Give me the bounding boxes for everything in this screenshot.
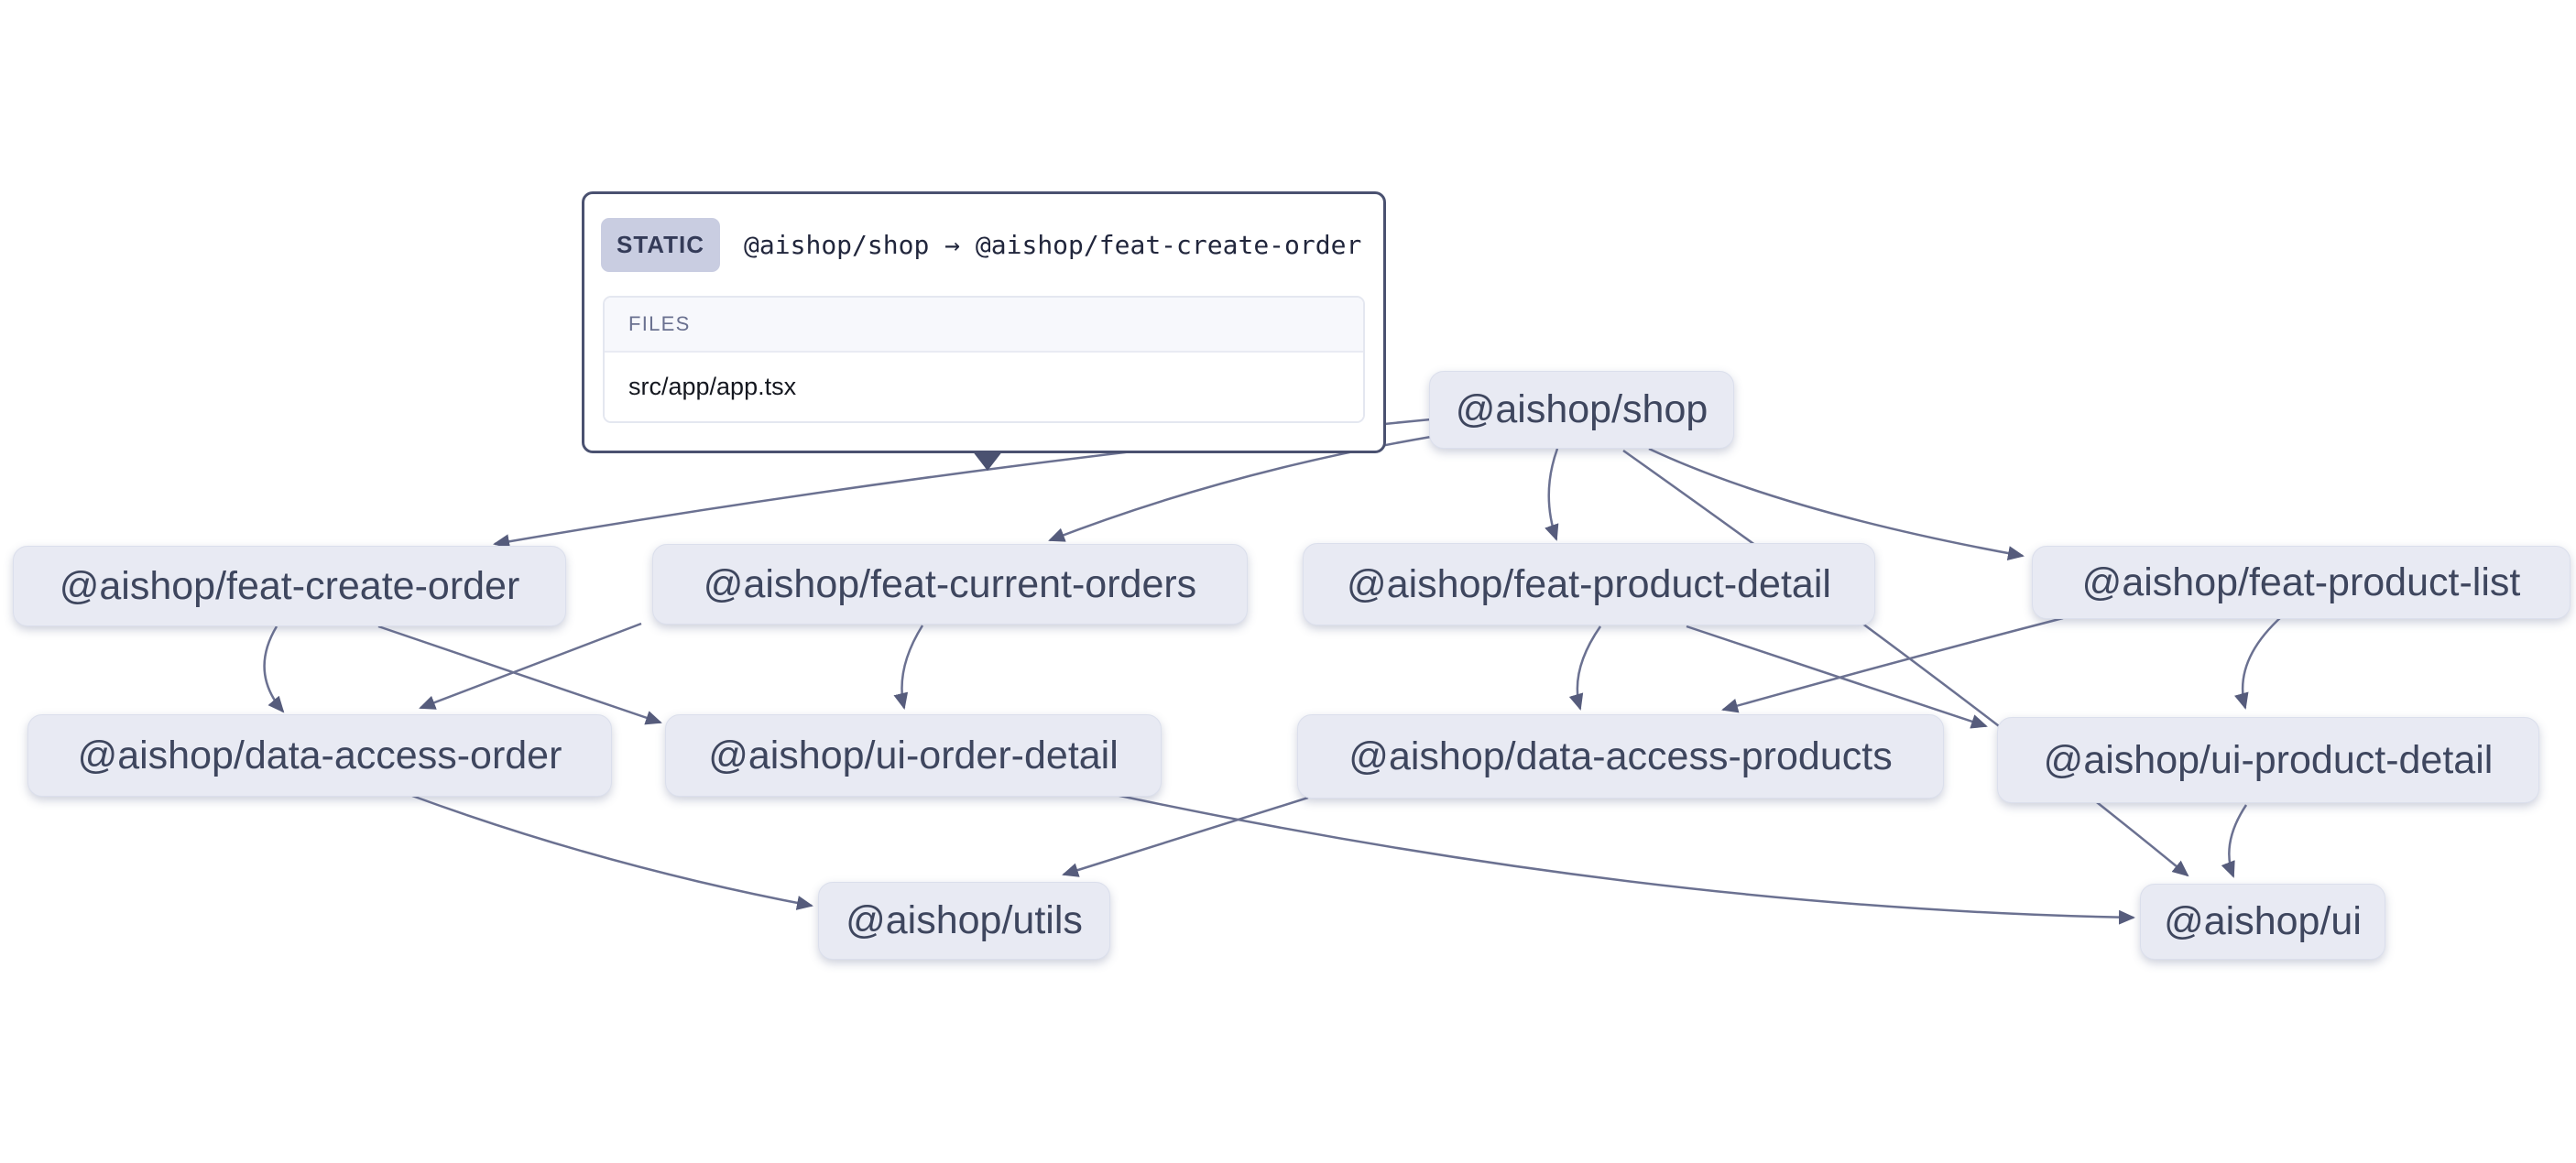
dep-edge-feat-product-list-data-access-products[interactable] — [1721, 616, 2064, 713]
graph-node-shop[interactable]: @aishop/shop — [1429, 371, 1734, 449]
graph-node-feat-product-list[interactable]: @aishop/feat-product-list — [2032, 546, 2571, 619]
dep-edge-data-access-order-utils[interactable] — [411, 794, 813, 910]
graph-node-feat-create-order[interactable]: @aishop/feat-create-order — [13, 546, 566, 626]
tooltip-header: STATIC @aishop/shop → @aishop/feat-creat… — [584, 194, 1383, 288]
dep-edge-shop-feat-product-list[interactable] — [1648, 447, 2025, 561]
graph-node-ui-order-detail[interactable]: @aishop/ui-order-detail — [665, 714, 1162, 797]
dep-edge-feat-current-orders-ui-order-detail[interactable] — [893, 625, 924, 710]
files-header-label: FILES — [605, 298, 1363, 353]
dep-edge-ui-order-detail-ui[interactable] — [1110, 792, 2135, 925]
tooltip-edge-label: @aishop/shop → @aishop/feat-create-order — [744, 230, 1362, 260]
files-panel: FILES src/app/app.tsx — [603, 296, 1365, 423]
dep-edge-feat-create-order-data-access-order[interactable] — [263, 625, 285, 713]
dep-edge-shop-ui[interactable] — [1622, 449, 2189, 877]
dep-edge-feat-current-orders-data-access-order[interactable] — [419, 622, 642, 710]
dep-edge-feat-create-order-ui-order-detail[interactable] — [377, 625, 662, 725]
dep-edge-shop-feat-product-detail[interactable] — [1545, 448, 1559, 541]
graph-node-utils[interactable]: @aishop/utils — [818, 882, 1110, 960]
graph-node-ui[interactable]: @aishop/ui — [2140, 884, 2385, 960]
dependency-tooltip: STATIC @aishop/shop → @aishop/feat-creat… — [582, 191, 1386, 471]
dep-edge-feat-product-detail-ui-product-detail[interactable] — [1686, 625, 1988, 729]
dep-edge-feat-product-detail-data-access-products[interactable] — [1568, 625, 1602, 711]
graph-node-feat-product-detail[interactable]: @aishop/feat-product-detail — [1303, 543, 1875, 625]
dep-edge-ui-product-detail-ui[interactable] — [2221, 804, 2248, 878]
dep-edge-data-access-products-utils[interactable] — [1062, 796, 1309, 877]
tooltip-pointer-icon — [972, 451, 1003, 471]
dep-edge-feat-product-list-ui-product-detail[interactable] — [2234, 615, 2283, 710]
file-item: src/app/app.tsx — [605, 353, 1363, 421]
edge-type-badge: STATIC — [601, 218, 721, 272]
graph-node-feat-current-orders[interactable]: @aishop/feat-current-orders — [652, 544, 1248, 625]
graph-node-ui-product-detail[interactable]: @aishop/ui-product-detail — [1997, 717, 2539, 803]
graph-node-data-access-products[interactable]: @aishop/data-access-products — [1297, 714, 1944, 799]
graph-node-data-access-order[interactable]: @aishop/data-access-order — [27, 714, 612, 797]
